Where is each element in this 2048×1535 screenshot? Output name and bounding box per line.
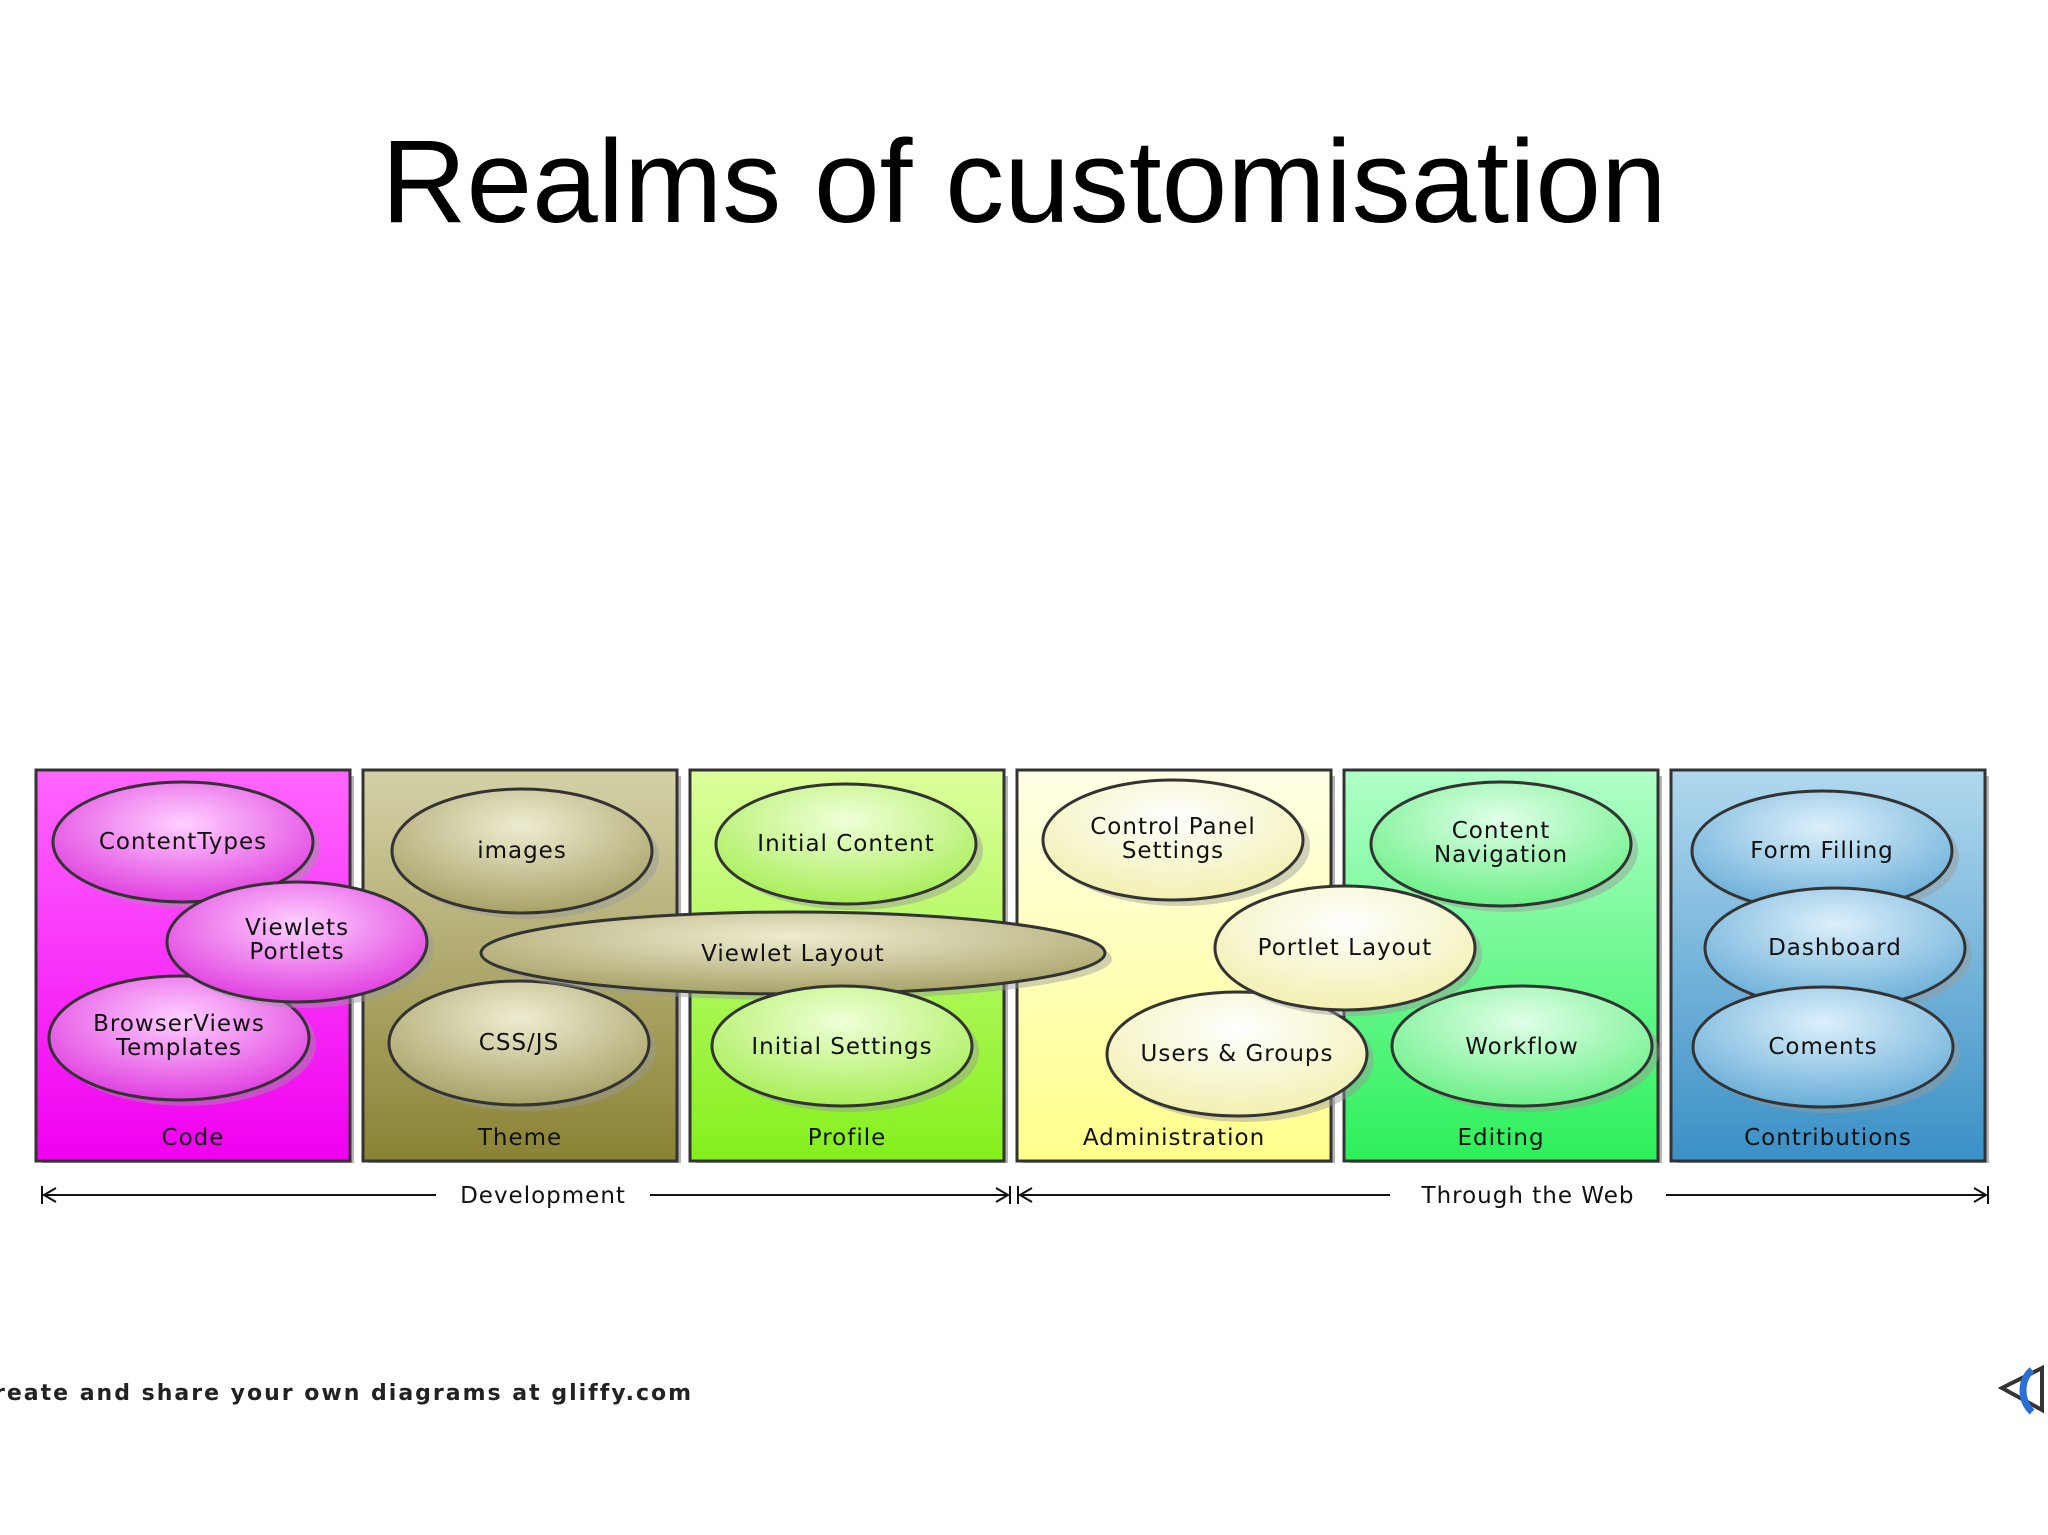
oval-users-groups: Users & Groups <box>1105 990 1374 1122</box>
gliffy-logo-icon <box>1998 1364 2044 1415</box>
column-label-editing: Editing <box>1457 1125 1544 1151</box>
column-label-profile: Profile <box>808 1125 887 1151</box>
oval-viewlets-portlets: Viewlets Portlets <box>165 880 434 1008</box>
svg-text:CSS/JS: CSS/JS <box>479 1030 559 1056</box>
oval-control-panel-settings: Control Panel Settings <box>1041 778 1310 906</box>
gliffy-footer-text: reate and share your own diagrams at gli… <box>0 1381 694 1406</box>
oval-portlet-layout: Portlet Layout <box>1213 884 1482 1016</box>
oval-css-js: CSS/JS <box>387 979 656 1111</box>
oval-initial-settings: Initial Settings <box>710 984 979 1112</box>
svg-text:Portlet Layout: Portlet Layout <box>1258 935 1433 961</box>
svg-text:Initial Content: Initial Content <box>757 831 934 857</box>
svg-text:Users & Groups: Users & Groups <box>1141 1041 1334 1067</box>
svg-text:Content: Content <box>1452 818 1550 844</box>
oval-coments: Coments <box>1691 985 1960 1113</box>
column-label-administration: Administration <box>1083 1125 1265 1151</box>
slide-title: Realms of customisation <box>381 116 1667 248</box>
oval-content-types: ContentTypes <box>51 780 320 908</box>
oval-content-navigation: Content Navigation <box>1369 780 1638 912</box>
span-label-through-the-web: Through the Web <box>1421 1183 1635 1209</box>
svg-text:Control Panel: Control Panel <box>1090 814 1256 840</box>
oval-workflow: Workflow <box>1390 984 1659 1112</box>
svg-text:Templates: Templates <box>115 1035 242 1061</box>
column-label-code: Code <box>162 1125 225 1151</box>
column-label-contributions: Contributions <box>1744 1125 1912 1151</box>
svg-text:ContentTypes: ContentTypes <box>99 829 267 855</box>
span-development <box>41 1186 1011 1204</box>
oval-dashboard: Dashboard <box>1703 886 1972 1014</box>
svg-text:Viewlet Layout: Viewlet Layout <box>701 941 885 967</box>
oval-form-filling: Form Filling <box>1690 789 1959 917</box>
svg-text:Viewlets: Viewlets <box>245 915 349 941</box>
svg-text:Coments: Coments <box>1768 1034 1877 1060</box>
svg-text:Form Filling: Form Filling <box>1750 838 1894 864</box>
oval-images: images <box>390 787 659 919</box>
svg-text:BrowserViews: BrowserViews <box>93 1011 265 1037</box>
column-label-theme: Theme <box>477 1125 562 1151</box>
svg-text:images: images <box>477 838 567 864</box>
svg-text:Dashboard: Dashboard <box>1768 935 1902 961</box>
svg-text:Workflow: Workflow <box>1465 1034 1579 1060</box>
span-through-the-web <box>1017 1186 1989 1204</box>
oval-viewlet-layout: Viewlet Layout <box>479 910 1112 1000</box>
oval-browserviews-templates: BrowserViews Templates <box>47 974 316 1106</box>
oval-initial-content: Initial Content <box>714 782 983 910</box>
svg-text:Navigation: Navigation <box>1434 842 1568 868</box>
svg-text:Settings: Settings <box>1122 838 1224 864</box>
svg-text:Portlets: Portlets <box>249 939 344 965</box>
span-label-development: Development <box>460 1183 626 1209</box>
svg-text:Initial Settings: Initial Settings <box>751 1034 932 1060</box>
